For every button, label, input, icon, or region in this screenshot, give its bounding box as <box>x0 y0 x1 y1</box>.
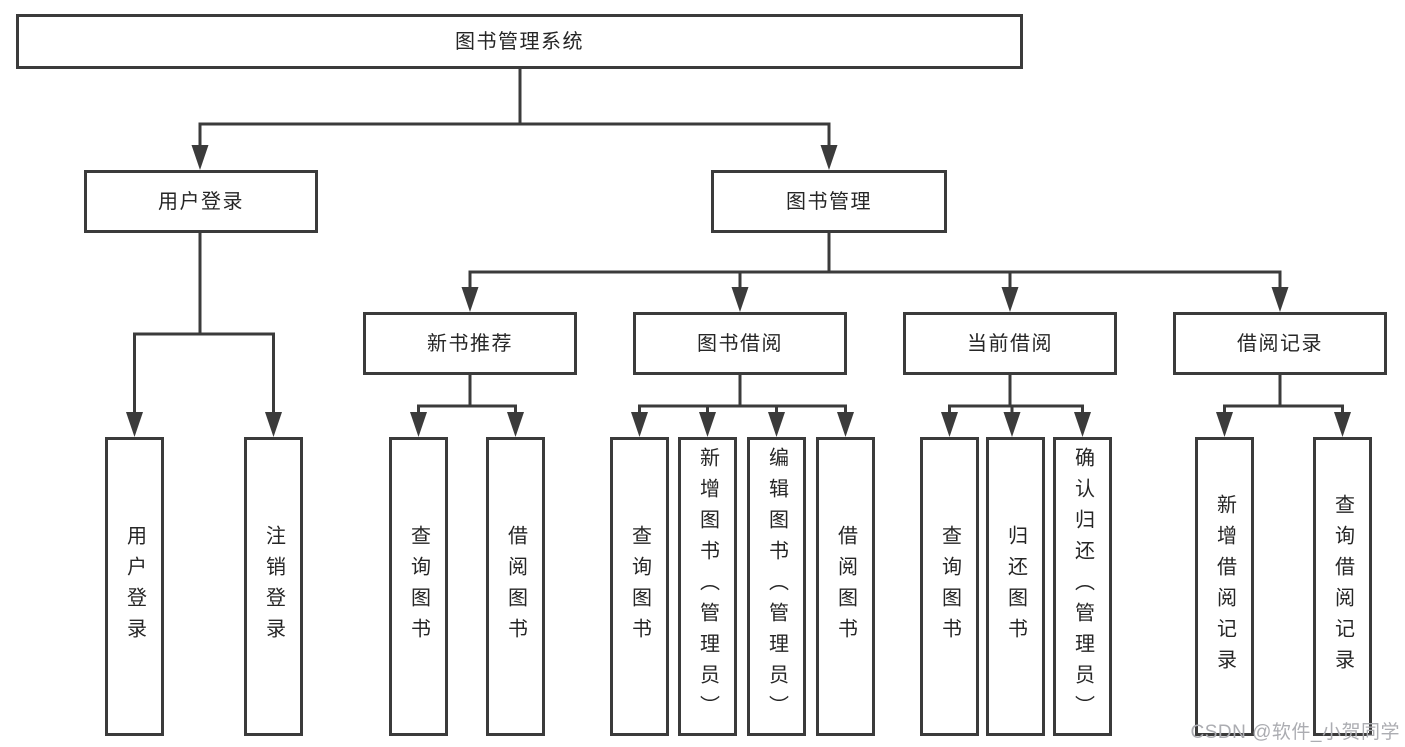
leaf-confirm-return-admin: 确认归还（管理员） <box>1053 437 1112 736</box>
leaf-add-books-admin: 新增图书（管理员） <box>678 437 737 736</box>
node-user-login: 用户登录 <box>84 170 318 233</box>
node-book-borrowing: 图书借阅 <box>633 312 847 375</box>
csdn-watermark: CSDN @软件_小贺同学 <box>1190 722 1400 743</box>
node-book-management: 图书管理 <box>711 170 947 233</box>
leaf-query-books-recommend: 查询图书 <box>389 437 448 736</box>
leaf-query-books-current: 查询图书 <box>920 437 979 736</box>
leaf-return-books: 归还图书 <box>986 437 1045 736</box>
leaf-query-borrow-record: 查询借阅记录 <box>1313 437 1372 736</box>
connector-borrow-to-leaves <box>638 375 847 414</box>
node-current-borrowing: 当前借阅 <box>903 312 1117 375</box>
leaf-edit-books-admin: 编辑图书（管理员） <box>747 437 806 736</box>
connector-records-to-leaves <box>1223 375 1344 414</box>
leaf-borrow-books: 借阅图书 <box>816 437 875 736</box>
leaf-add-borrow-record: 新增借阅记录 <box>1195 437 1254 736</box>
leaf-user-login: 用户登录 <box>105 437 164 736</box>
connector-login-to-leaves <box>133 233 275 414</box>
node-new-book-recommendation: 新书推荐 <box>363 312 577 375</box>
leaf-query-books-borrowing: 查询图书 <box>610 437 669 736</box>
leaf-logout-login: 注销登录 <box>244 437 303 736</box>
node-borrowing-records: 借阅记录 <box>1173 312 1387 375</box>
node-library-system: 图书管理系统 <box>16 14 1023 69</box>
leaf-borrow-books-recommend: 借阅图书 <box>486 437 545 736</box>
connector-current-to-leaves <box>948 375 1084 414</box>
connector-root-to-level2 <box>198 69 831 148</box>
connector-newbook-to-leaves <box>417 375 517 414</box>
connector-mgmt-to-level3 <box>468 233 1282 289</box>
